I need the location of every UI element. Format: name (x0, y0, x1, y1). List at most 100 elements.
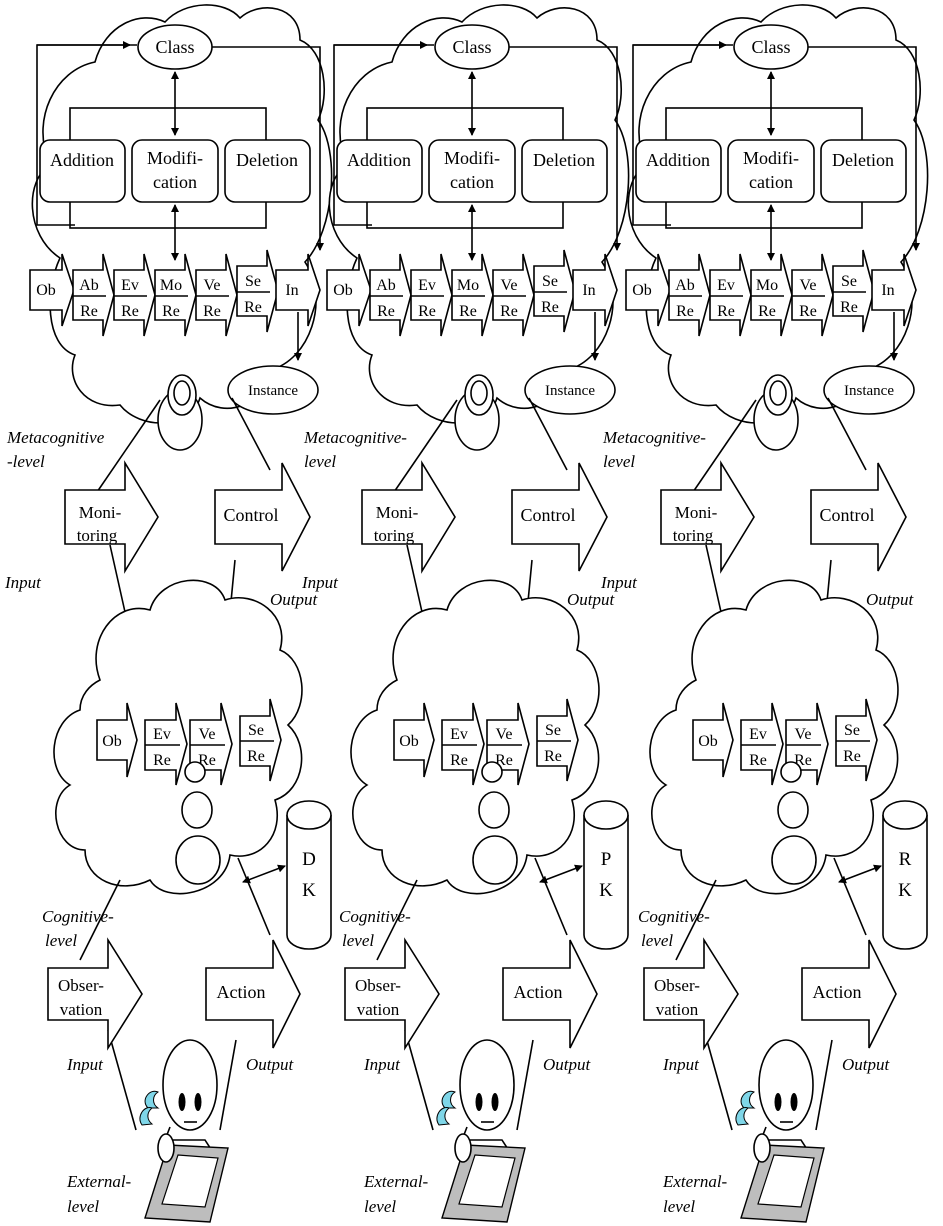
ve-label: Ve (800, 277, 817, 294)
cog-re-label: Re (544, 748, 562, 765)
re-label: Re (676, 303, 694, 320)
person-head (162, 1039, 218, 1131)
in-label: In (881, 282, 894, 299)
action-label: Action (514, 982, 563, 1002)
addition-box (336, 139, 423, 203)
person-eye-right (194, 1093, 202, 1111)
cog-bubble-mid (478, 791, 510, 829)
cog-input-label: Input (363, 1055, 401, 1074)
obs-ext-line (703, 1029, 733, 1131)
control-arrow (214, 462, 311, 572)
instance-label: Instance (545, 383, 595, 399)
database-label-1: R (899, 849, 912, 870)
cog-se-label: Se (545, 722, 561, 739)
act-ext-line (815, 1039, 833, 1131)
cognitive-level-label-2: level (641, 931, 673, 950)
se-re-arrow (236, 249, 279, 333)
control-label: Control (223, 505, 278, 525)
thought-bubble-pupil (769, 380, 787, 406)
ve-label: Ve (204, 277, 221, 294)
external-level-label-1: External- (662, 1172, 728, 1191)
ab-label: Ab (79, 277, 99, 294)
cog-right-line (534, 857, 568, 936)
ve-re-arrow (492, 253, 535, 337)
metacognitive-process-row: Ob Ab Re Ev Re Mo Re Ve Re Se Re (326, 249, 618, 337)
instance-label: Instance (248, 383, 298, 399)
monitor-cog-line (406, 544, 423, 613)
cog-ve-label: Ve (795, 726, 812, 743)
ve-re-arrow (195, 253, 238, 337)
deletion-label: Deletion (533, 150, 595, 170)
mo-re-arrow (750, 253, 793, 337)
ve-label: Ve (501, 277, 518, 294)
re-label: Re (459, 303, 477, 320)
database-link-arrow (539, 864, 583, 884)
meta-output-label: Output (866, 590, 915, 609)
cog-ev-label: Ev (749, 726, 767, 743)
sweat-drop-1 (441, 1090, 457, 1109)
cog-bubble-small (780, 761, 802, 783)
mo-label: Mo (756, 277, 778, 294)
control-label: Control (819, 505, 874, 525)
deletion-box (820, 139, 907, 203)
ab-re-arrow (72, 253, 115, 337)
re-label: Re (799, 303, 817, 320)
cog-bubble-large (771, 835, 817, 885)
action-label: Action (813, 982, 862, 1002)
observation-label-2: vation (656, 1000, 699, 1019)
cog-re-label: Re (247, 748, 265, 765)
cog-left-line (376, 879, 418, 961)
ab-re-arrow (668, 253, 711, 337)
deletion-label: Deletion (236, 150, 298, 170)
cog-left-line (675, 879, 717, 961)
metacognitive-level-label-2: level (304, 452, 336, 471)
metacognitive-level-label-1: Metacognitive (6, 428, 105, 447)
cog-output-label: Output (246, 1055, 295, 1074)
column-panel-r: Class Addition Modifi- cation Deletion O… (600, 4, 929, 1223)
metacognitive-process-row: Ob Ab Re Ev Re Mo Re Ve Re Se Re (29, 249, 321, 337)
column-panel-p: Class Addition Modifi- cation Deletion O… (301, 4, 630, 1223)
tablet-screen (757, 1154, 815, 1208)
cognitive-level-label-1: Cognitive- (42, 907, 114, 926)
cog-se-label: Se (844, 722, 860, 739)
in-label: In (582, 282, 595, 299)
ev-re-arrow (410, 253, 453, 337)
se-label: Se (542, 273, 558, 290)
class-label: Class (155, 37, 194, 57)
modification-label-1: Modifi- (147, 148, 203, 168)
database-label-1: D (302, 849, 316, 870)
monitoring-arrow (361, 460, 456, 574)
obs-ext-line (107, 1029, 137, 1131)
cog-se-label: Se (248, 722, 264, 739)
meta-output-label: Output (567, 590, 616, 609)
cog-ob-label: Ob (102, 733, 122, 750)
addition-label: Addition (347, 150, 411, 170)
cog-bubble-mid (777, 791, 809, 829)
re-label: Re (500, 303, 518, 320)
database-label-2: K (302, 880, 316, 901)
cog-ve-label: Ve (199, 726, 216, 743)
in-arrow (871, 253, 917, 327)
modification-label-1: Modifi- (444, 148, 500, 168)
class-label: Class (751, 37, 790, 57)
instance-node (823, 365, 915, 415)
ob-arrow (326, 253, 372, 327)
cog-ve-label: Ve (496, 726, 513, 743)
action-label: Action (217, 982, 266, 1002)
re-label: Re (717, 303, 735, 320)
meta-input-label: Input (4, 573, 42, 592)
cognitive-level-label-2: level (342, 931, 374, 950)
cog-ob-label: Ob (698, 733, 718, 750)
sweat-drop-1 (740, 1090, 756, 1109)
meta-input-label: Input (600, 573, 638, 592)
re-label: Re (203, 303, 221, 320)
database-label-2: K (898, 880, 912, 901)
ob-label: Ob (333, 282, 353, 299)
monitor-cog-line (109, 544, 126, 613)
re-label: Re (418, 303, 436, 320)
ob-label: Ob (632, 282, 652, 299)
person-hand (454, 1133, 472, 1163)
cog-ev-re-arrow (740, 702, 784, 786)
observation-label-1: Obser- (58, 976, 104, 995)
person-head (459, 1039, 515, 1131)
